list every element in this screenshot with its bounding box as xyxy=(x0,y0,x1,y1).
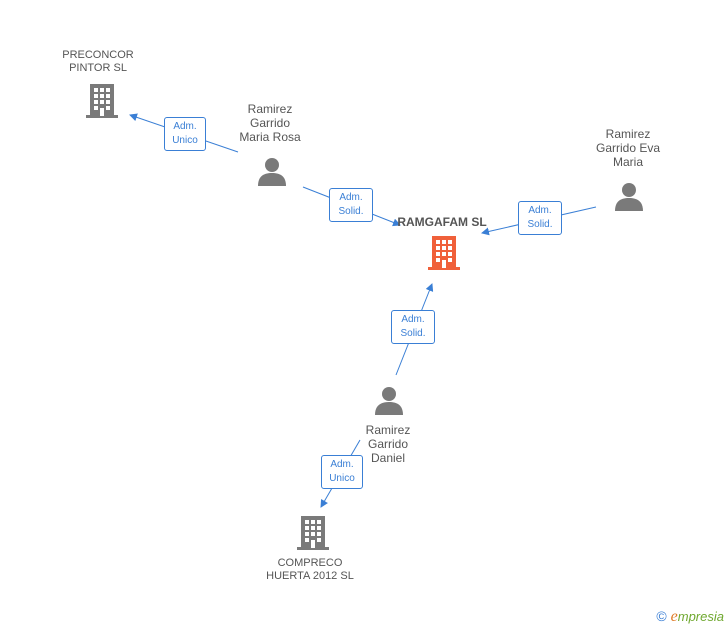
brand-logo-e: e xyxy=(670,608,678,625)
building-icon[interactable] xyxy=(86,84,118,118)
person-label-daniel: Ramirez Garrido Daniel xyxy=(365,423,411,465)
person-icon[interactable] xyxy=(614,182,644,212)
brand-footer: ©empresia xyxy=(656,608,724,626)
building-icon[interactable] xyxy=(428,236,460,270)
copyright-icon: © xyxy=(656,608,667,624)
person-icon[interactable] xyxy=(374,386,404,416)
building-icon[interactable] xyxy=(297,516,329,550)
company-label-compreco: COMPRECO HUERTA 2012 SL xyxy=(266,557,354,582)
edge-label-adm-unico-compreco[interactable]: Adm. Unico xyxy=(321,455,363,489)
person-icon[interactable] xyxy=(257,157,287,187)
edge-label-adm-solid-maria-rosa[interactable]: Adm. Solid. xyxy=(329,188,373,222)
person-label-eva-maria: Ramirez Garrido Eva Maria xyxy=(595,127,661,169)
edge-label-adm-solid-eva-maria[interactable]: Adm. Solid. xyxy=(518,201,562,235)
company-label-central: RAMGAFAM SL xyxy=(397,215,487,229)
edge-label-adm-unico-preconcor[interactable]: Adm. Unico xyxy=(164,117,206,151)
edge-label-adm-solid-daniel[interactable]: Adm. Solid. xyxy=(391,310,435,344)
person-label-maria-rosa: Ramirez Garrido Maria Rosa xyxy=(239,102,301,144)
company-label-preconcor: PRECONCOR PINTOR SL xyxy=(62,49,134,74)
brand-logo-text: mpresia xyxy=(677,609,724,624)
